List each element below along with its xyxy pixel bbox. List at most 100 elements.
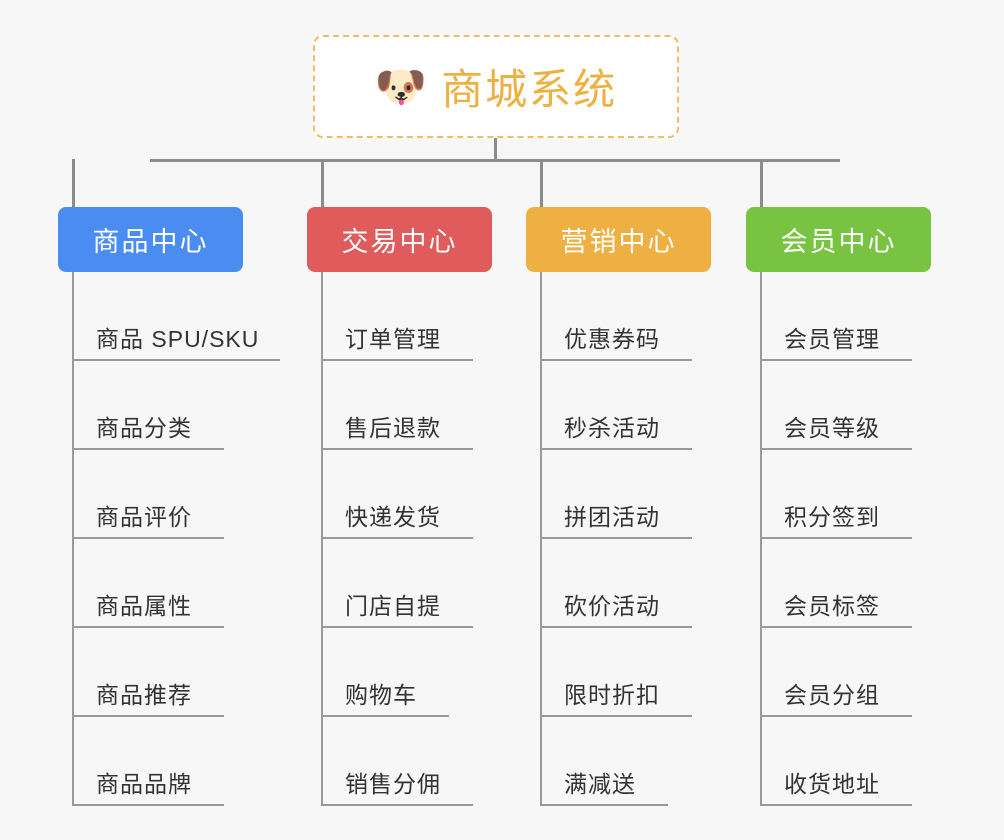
leaf-underline <box>540 448 692 450</box>
branch-connector-member-center <box>760 159 763 207</box>
leaf-label: 砍价活动 <box>564 593 660 619</box>
branch-connector-trade-center <box>321 159 324 207</box>
leaf-spine-trade-center <box>321 272 323 806</box>
leaf-label: 限时折扣 <box>564 682 660 708</box>
branch-connector-marketing-center <box>540 159 543 207</box>
leaf-item[interactable]: 会员管理 <box>746 272 931 361</box>
leaf-underline <box>760 537 912 539</box>
leaf-spine-marketing-center <box>540 272 542 806</box>
leaf-underline <box>321 359 473 361</box>
leaf-label: 商品推荐 <box>96 682 192 708</box>
leaf-item[interactable]: 订单管理 <box>307 272 492 361</box>
leaf-underline <box>540 359 692 361</box>
category-label: 营销中心 <box>560 227 677 257</box>
leaf-label: 商品品牌 <box>96 771 192 797</box>
leaf-label: 会员标签 <box>784 593 880 619</box>
leaf-item[interactable]: 秒杀活动 <box>526 361 711 450</box>
leaf-spine-product-center <box>72 272 74 806</box>
category-node-marketing-center[interactable]: 营销中心 <box>526 207 711 272</box>
category-node-trade-center[interactable]: 交易中心 <box>307 207 492 272</box>
leaf-item[interactable]: 商品属性 <box>58 539 243 628</box>
leaf-item[interactable]: 收货地址 <box>746 717 931 806</box>
leaf-item[interactable]: 商品分类 <box>58 361 243 450</box>
leaf-underline <box>540 537 692 539</box>
leaf-item[interactable]: 售后退款 <box>307 361 492 450</box>
branch-column-member-center: 会员中心会员管理会员等级积分签到会员标签会员分组收货地址 <box>746 207 931 806</box>
leaf-item[interactable]: 商品品牌 <box>58 717 243 806</box>
category-label: 商品中心 <box>92 227 209 257</box>
category-label: 会员中心 <box>780 227 897 257</box>
leaf-underline <box>72 715 224 717</box>
leaf-underline <box>72 448 224 450</box>
leaf-label: 会员管理 <box>784 326 880 352</box>
branch-column-trade-center: 交易中心订单管理售后退款快递发货门店自提购物车销售分佣 <box>307 207 492 806</box>
leaf-underline <box>760 715 912 717</box>
leaf-underline <box>540 804 668 806</box>
branch-connector-bus <box>150 159 840 162</box>
leaf-label: 会员等级 <box>784 415 880 441</box>
shiba-dog-emoji-icon: 🐶 <box>374 62 428 110</box>
leaf-item[interactable]: 会员等级 <box>746 361 931 450</box>
leaf-item[interactable]: 满减送 <box>526 717 711 806</box>
leaf-label: 会员分组 <box>784 682 880 708</box>
category-node-member-center[interactable]: 会员中心 <box>746 207 931 272</box>
root-connector-vertical <box>494 138 497 162</box>
leaf-underline <box>72 626 224 628</box>
leaf-underline <box>72 804 224 806</box>
leaf-underline <box>72 537 224 539</box>
leaf-item[interactable]: 购物车 <box>307 628 492 717</box>
leaf-item[interactable]: 优惠券码 <box>526 272 711 361</box>
leaf-item[interactable]: 限时折扣 <box>526 628 711 717</box>
leaf-underline <box>760 359 912 361</box>
branch-column-marketing-center: 营销中心优惠券码秒杀活动拼团活动砍价活动限时折扣满减送 <box>526 207 711 806</box>
leaf-label: 门店自提 <box>345 593 441 619</box>
leaf-item[interactable]: 商品评价 <box>58 450 243 539</box>
root-node[interactable]: 🐶 商城系统 <box>313 35 679 138</box>
leaf-label: 商品评价 <box>96 504 192 530</box>
leaf-item[interactable]: 快递发货 <box>307 450 492 539</box>
branch-column-product-center: 商品中心商品 SPU/SKU 商品分类商品评价商品属性商品推荐商品品牌 <box>58 207 280 806</box>
leaf-label: 秒杀活动 <box>564 415 660 441</box>
branch-connector-product-center <box>72 159 75 207</box>
leaf-list-trade-center: 订单管理售后退款快递发货门店自提购物车销售分佣 <box>307 272 492 806</box>
leaf-item[interactable]: 门店自提 <box>307 539 492 628</box>
leaf-label: 售后退款 <box>345 415 441 441</box>
leaf-label: 商品 SPU/SKU <box>96 326 260 352</box>
leaf-label: 满减送 <box>564 771 636 797</box>
leaf-underline <box>540 626 692 628</box>
leaf-underline <box>760 626 912 628</box>
leaf-list-member-center: 会员管理会员等级积分签到会员标签会员分组收货地址 <box>746 272 931 806</box>
leaf-underline <box>321 448 473 450</box>
leaf-item[interactable]: 砍价活动 <box>526 539 711 628</box>
leaf-list-marketing-center: 优惠券码秒杀活动拼团活动砍价活动限时折扣满减送 <box>526 272 711 806</box>
leaf-item[interactable]: 商品 SPU/SKU <box>58 272 280 361</box>
leaf-underline <box>72 359 280 361</box>
leaf-underline <box>760 448 912 450</box>
root-title: 商城系统 <box>441 66 618 113</box>
leaf-spine-member-center <box>760 272 762 806</box>
leaf-underline <box>321 537 473 539</box>
leaf-item[interactable]: 积分签到 <box>746 450 931 539</box>
leaf-item[interactable]: 拼团活动 <box>526 450 711 539</box>
category-node-product-center[interactable]: 商品中心 <box>58 207 243 272</box>
leaf-label: 拼团活动 <box>564 504 660 530</box>
leaf-list-product-center: 商品 SPU/SKU 商品分类商品评价商品属性商品推荐商品品牌 <box>58 272 280 806</box>
leaf-underline <box>321 626 473 628</box>
leaf-item[interactable]: 商品推荐 <box>58 628 243 717</box>
leaf-underline <box>760 804 912 806</box>
leaf-item[interactable]: 会员分组 <box>746 628 931 717</box>
leaf-label: 订单管理 <box>345 326 441 352</box>
leaf-item[interactable]: 会员标签 <box>746 539 931 628</box>
leaf-label: 商品分类 <box>96 415 192 441</box>
leaf-label: 收货地址 <box>784 771 880 797</box>
leaf-label: 快递发货 <box>345 504 441 530</box>
leaf-underline <box>321 804 473 806</box>
category-label: 交易中心 <box>341 227 458 257</box>
leaf-item[interactable]: 销售分佣 <box>307 717 492 806</box>
leaf-label: 优惠券码 <box>564 326 660 352</box>
leaf-underline <box>540 715 692 717</box>
leaf-label: 购物车 <box>345 682 417 708</box>
leaf-label: 积分签到 <box>784 504 880 530</box>
leaf-label: 商品属性 <box>96 593 192 619</box>
